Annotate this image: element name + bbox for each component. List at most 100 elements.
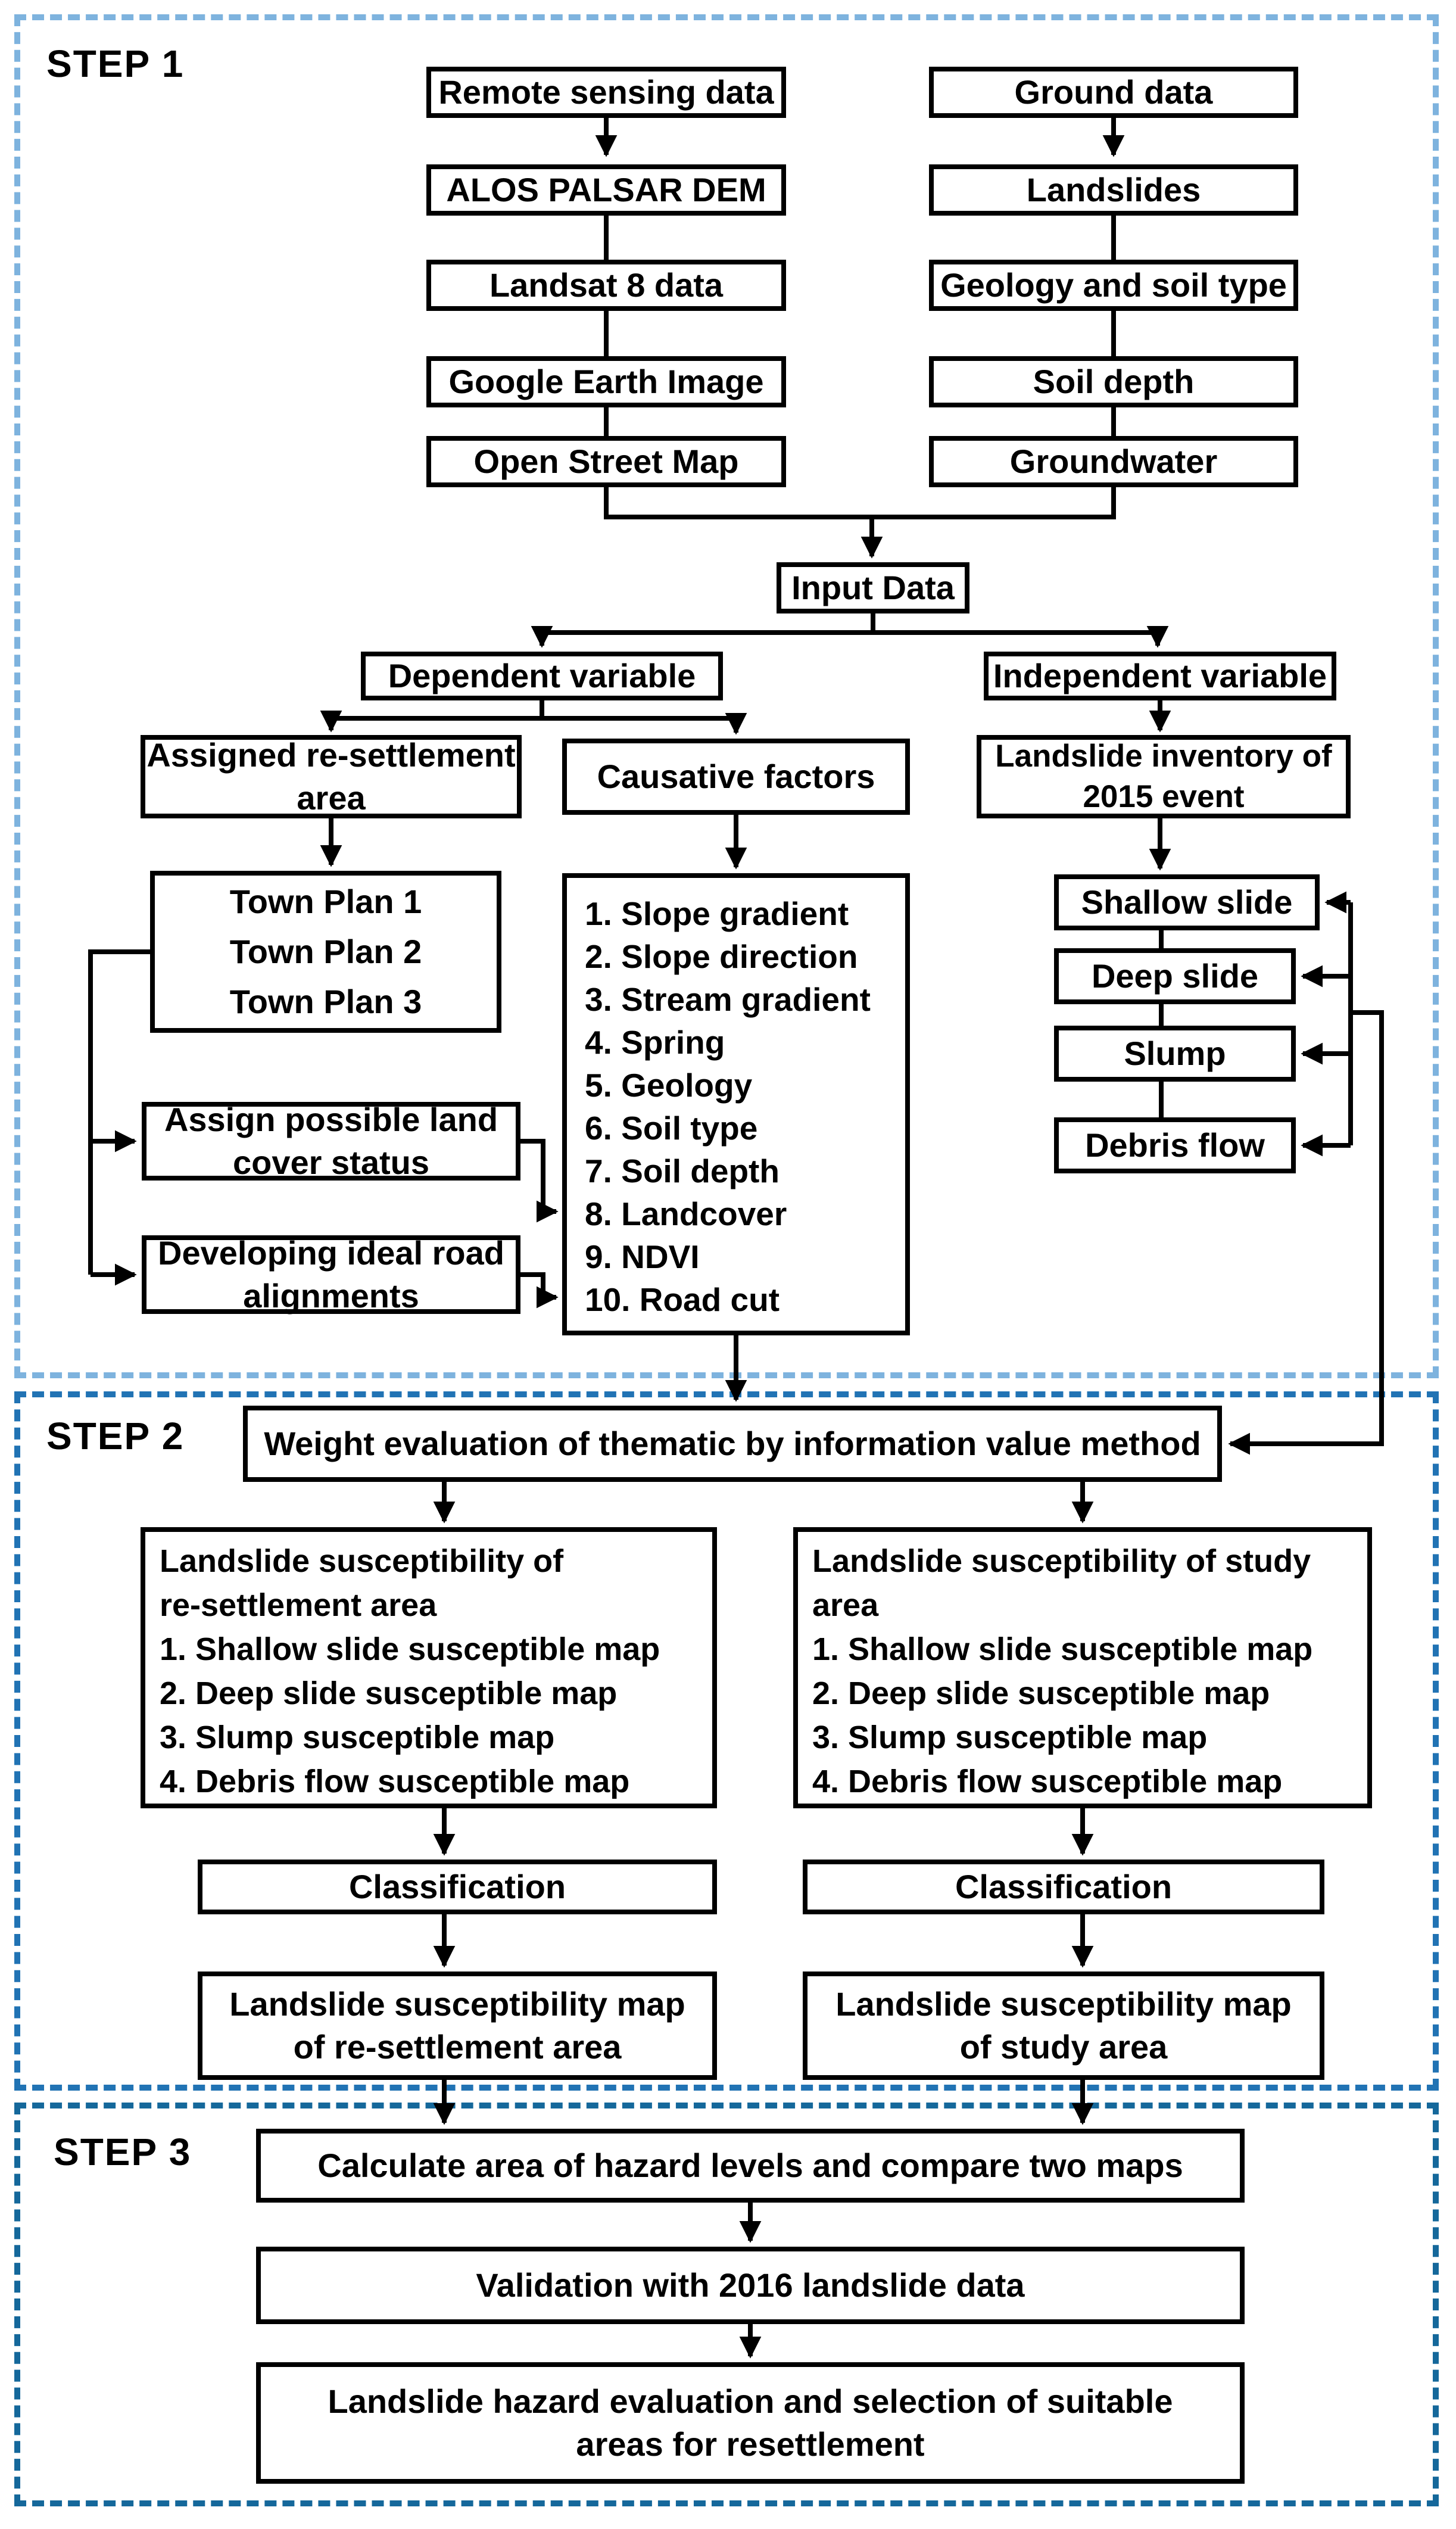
node-label: Google Earth Image	[448, 363, 764, 401]
list-item: 7. Soil depth	[585, 1153, 780, 1189]
step3-region	[14, 2103, 1439, 2506]
list-item: 3. Slump susceptible map	[812, 1720, 1208, 1755]
node-label: Shallow slide	[1081, 883, 1293, 921]
node-soil-depth: Soil depth	[929, 356, 1298, 407]
node-label: Groundwater	[1009, 443, 1218, 481]
list-item: 6. Soil type	[585, 1110, 758, 1147]
node-label-line: Landslide hazard evaluation and selectio…	[328, 2382, 1173, 2421]
list-item: 9. NDVI	[585, 1238, 700, 1275]
node-causative-factors: Causative factors	[562, 739, 910, 815]
list-item: 2. Slope direction	[585, 938, 858, 975]
node-label-line: Town Plan 3	[229, 983, 422, 1020]
node-label: Soil depth	[1033, 363, 1195, 401]
node-classification-right: Classification	[803, 1860, 1324, 1914]
node-label-line: Assign possible land	[164, 1101, 498, 1139]
node-label-line: 2015 event	[1083, 779, 1245, 814]
list-item: 1. Shallow slide susceptible map	[812, 1631, 1313, 1667]
node-label: Remote sensing data	[438, 73, 774, 111]
node-label: Classification	[955, 1868, 1173, 1906]
node-label: Open Street Map	[473, 443, 739, 481]
node-title-line: area	[812, 1587, 879, 1623]
list-item: 4. Debris flow susceptible map	[160, 1764, 630, 1799]
node-label: ALOS PALSAR DEM	[446, 171, 766, 209]
node-label: Dependent variable	[388, 657, 696, 695]
list-item: 4. Debris flow susceptible map	[812, 1764, 1283, 1799]
node-ground-data: Ground data	[929, 67, 1298, 118]
node-title-line: Landslide susceptibility of	[160, 1543, 564, 1579]
node-open-street-map: Open Street Map	[426, 436, 786, 487]
list-item: 8. Landcover	[585, 1195, 787, 1232]
list-item: 2. Deep slide susceptible map	[812, 1675, 1270, 1711]
node-map-resettlement: Landslide susceptibility map of re-settl…	[198, 1972, 717, 2080]
node-label: Calculate area of hazard levels and comp…	[317, 2147, 1183, 2185]
node-label: Input Data	[791, 569, 955, 607]
node-label-line: Town Plan 2	[229, 933, 422, 970]
step1-label: STEP 1	[46, 42, 185, 85]
node-landsat-8-data: Landsat 8 data	[426, 260, 786, 311]
list-item: 1. Slope gradient	[585, 895, 849, 932]
node-label: Geology and soil type	[940, 266, 1287, 304]
node-label-line: cover status	[233, 1144, 429, 1181]
node-label-line: Town Plan 1	[229, 883, 422, 920]
list-item: 3. Stream gradient	[585, 981, 871, 1018]
node-susceptibility-study: Landslide susceptibility of study area 1…	[793, 1527, 1372, 1808]
node-google-earth-image: Google Earth Image	[426, 356, 786, 407]
node-label-line: Landslide inventory of	[995, 739, 1332, 774]
list-item: 1. Shallow slide susceptible map	[160, 1631, 660, 1667]
node-label-line: Landslide susceptibility map	[229, 1985, 685, 2023]
node-alos-palsar-dem: ALOS PALSAR DEM	[426, 164, 786, 216]
node-groundwater: Groundwater	[929, 436, 1298, 487]
step3-label: STEP 3	[54, 2131, 192, 2173]
node-remote-sensing-data: Remote sensing data	[426, 67, 786, 118]
node-slump: Slump	[1054, 1026, 1296, 1082]
node-calculate-hazard: Calculate area of hazard levels and comp…	[256, 2129, 1245, 2203]
node-debris-flow: Debris flow	[1054, 1117, 1296, 1173]
list-item: 4. Spring	[585, 1024, 725, 1061]
list-item: 3. Slump susceptible map	[160, 1720, 555, 1755]
node-input-data: Input Data	[777, 562, 969, 613]
node-label: Weight evaluation of thematic by informa…	[264, 1425, 1201, 1463]
node-classification-left: Classification	[198, 1860, 717, 1914]
node-label-line: area	[297, 779, 366, 817]
step2-label: STEP 2	[46, 1415, 185, 1457]
node-label: Slump	[1124, 1035, 1226, 1073]
node-title-line: Landslide susceptibility of study	[812, 1543, 1311, 1579]
node-label: Validation with 2016 landslide data	[476, 2266, 1025, 2304]
node-label-line: Landslide susceptibility map	[835, 1985, 1292, 2023]
step1-region	[14, 14, 1439, 1378]
node-label: Landslides	[1026, 171, 1201, 209]
node-label: Independent variable	[993, 657, 1327, 695]
node-label-line: Assigned re-settlement	[146, 736, 516, 774]
node-validation: Validation with 2016 landslide data	[256, 2247, 1245, 2324]
node-causative-factor-list: 1. Slope gradient 2. Slope direction 3. …	[562, 873, 910, 1335]
node-label: Landsat 8 data	[489, 266, 724, 304]
node-landslides: Landslides	[929, 164, 1298, 216]
node-deep-slide: Deep slide	[1054, 948, 1296, 1004]
node-label: Causative factors	[597, 758, 875, 796]
node-independent-variable: Independent variable	[984, 652, 1336, 700]
node-susceptibility-resettlement: Landslide susceptibility of re-settlemen…	[141, 1527, 717, 1808]
node-label: Ground data	[1014, 73, 1213, 111]
list-item: 5. Geology	[585, 1067, 753, 1104]
node-geology-soil-type: Geology and soil type	[929, 260, 1298, 311]
node-developing-road-alignments: Developing ideal road alignments	[142, 1234, 520, 1315]
node-label-line: alignments	[243, 1277, 419, 1315]
node-map-study: Landslide susceptibility map of study ar…	[803, 1972, 1324, 2080]
node-dependent-variable: Dependent variable	[361, 652, 723, 700]
node-label-line: areas for resettlement	[576, 2425, 925, 2463]
node-label: Deep slide	[1091, 957, 1259, 995]
node-label-line: Developing ideal road	[158, 1234, 504, 1272]
node-label: Debris flow	[1085, 1126, 1265, 1164]
node-label: Classification	[348, 1868, 566, 1906]
node-final-evaluation: Landslide hazard evaluation and selectio…	[256, 2362, 1245, 2484]
list-item: 10. Road cut	[585, 1281, 780, 1318]
node-title-line: re-settlement area	[160, 1587, 437, 1623]
list-item: 2. Deep slide susceptible map	[160, 1675, 618, 1711]
node-weight-evaluation: Weight evaluation of thematic by informa…	[243, 1406, 1222, 1482]
node-town-plans: Town Plan 1 Town Plan 2 Town Plan 3	[150, 871, 501, 1033]
node-assigned-resettlement-area: Assigned re-settlement area	[141, 735, 522, 818]
node-shallow-slide: Shallow slide	[1054, 874, 1320, 930]
node-landslide-inventory: Landslide inventory of 2015 event	[977, 735, 1351, 818]
